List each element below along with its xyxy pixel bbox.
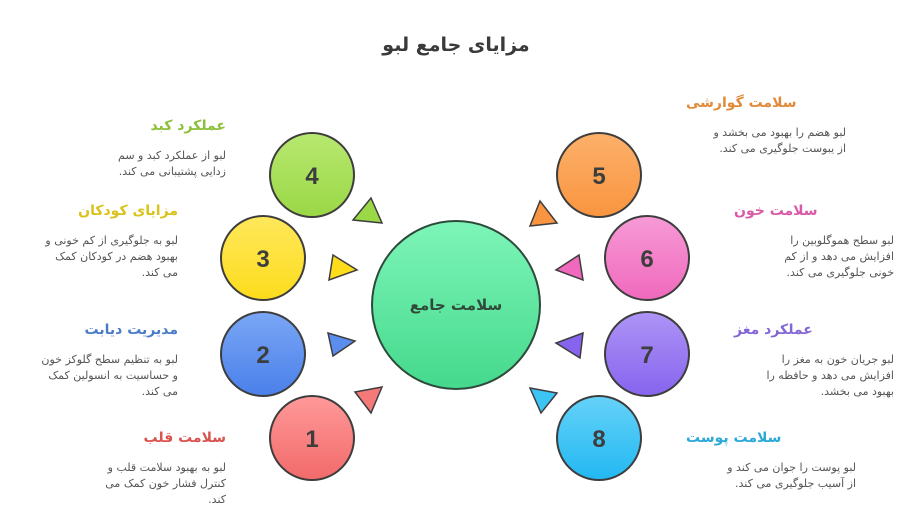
arrow-2-icon bbox=[326, 331, 357, 358]
benefit-description: لبو پوست را جوان می کند و از آسیب جلوگیر… bbox=[727, 461, 856, 490]
node-6: 6 bbox=[604, 215, 690, 301]
svg-text:5: 5 bbox=[592, 163, 605, 190]
arrow-8-icon bbox=[528, 387, 559, 415]
benefit-2: مدیریت دیابت لبو به تنظیم سطح گلوکز خون … bbox=[0, 322, 178, 400]
node-4: 4 bbox=[269, 132, 355, 218]
arrow-1-icon bbox=[353, 386, 384, 415]
arrow-5-icon bbox=[528, 199, 559, 227]
svg-text:4: 4 bbox=[305, 163, 319, 190]
benefit-description: لبو به بهبود سلامت قلب و کنترل فشار خون … bbox=[105, 461, 226, 506]
benefit-heading: سلامت قلب bbox=[143, 430, 226, 446]
node-3: 3 bbox=[220, 215, 306, 301]
benefit-heading: سلامت خون bbox=[734, 203, 818, 219]
arrow-6-icon bbox=[554, 253, 584, 282]
benefit-heading: سلامت گوارشی bbox=[686, 95, 797, 111]
svg-text:6: 6 bbox=[640, 246, 653, 273]
benefit-8: سلامت پوست لبو پوست را جوان می کند و از … bbox=[686, 430, 856, 492]
node-5: 5 bbox=[556, 132, 642, 218]
benefit-heading: مدیریت دیابت bbox=[84, 322, 178, 338]
arrow-4-icon bbox=[351, 196, 384, 224]
node-2: 2 bbox=[220, 311, 306, 397]
svg-text:1: 1 bbox=[305, 426, 318, 453]
arrow-3-icon bbox=[328, 253, 359, 282]
benefit-1: سلامت قلب لبو به بهبود سلامت قلب و کنترل… bbox=[36, 430, 226, 508]
center-node: سلامت جامع bbox=[371, 220, 541, 390]
arrow-7-icon bbox=[554, 331, 584, 360]
benefit-heading: سلامت پوست bbox=[686, 430, 782, 446]
center-label: سلامت جامع bbox=[410, 296, 503, 314]
benefit-heading: مزایای کودکان bbox=[78, 203, 178, 219]
svg-text:2: 2 bbox=[256, 342, 269, 369]
node-8: 8 bbox=[556, 395, 642, 481]
svg-text:3: 3 bbox=[256, 246, 269, 273]
benefit-heading: عملکرد کبد bbox=[150, 118, 226, 134]
benefit-description: لبو از عملکرد کبد و سم زدایی پشتیبانی می… bbox=[118, 149, 226, 178]
benefit-4: عملکرد کبد لبو از عملکرد کبد و سم زدایی … bbox=[36, 118, 226, 180]
benefit-description: لبو به جلوگیری از کم خونی و بهبود هضم در… bbox=[45, 234, 178, 279]
node-1: 1 bbox=[269, 395, 355, 481]
svg-text:8: 8 bbox=[592, 426, 605, 453]
benefit-3: مزایای کودکان لبو به جلوگیری از کم خونی … bbox=[0, 203, 178, 281]
benefit-description: لبو سطح هموگلوبین را افزایش می دهد و از … bbox=[784, 234, 894, 279]
benefit-6: سلامت خون لبو سطح هموگلوبین را افزایش می… bbox=[734, 203, 894, 281]
svg-text:7: 7 bbox=[640, 342, 653, 369]
benefit-heading: عملکرد مغز bbox=[734, 322, 813, 338]
benefit-description: لبو هضم را بهبود می بخشد و از یبوست جلوگ… bbox=[713, 126, 846, 155]
node-7: 7 bbox=[604, 311, 690, 397]
page-title: مزایای جامع لبو bbox=[382, 34, 530, 56]
benefit-7: عملکرد مغز لبو جریان خون به مغز را افزای… bbox=[734, 322, 894, 400]
benefit-description: لبو جریان خون به مغز را افزایش می دهد و … bbox=[766, 353, 894, 398]
benefit-description: لبو به تنظیم سطح گلوکز خون و حساسیت به ا… bbox=[41, 353, 178, 398]
benefit-5: سلامت گوارشی لبو هضم را بهبود می بخشد و … bbox=[686, 95, 846, 157]
